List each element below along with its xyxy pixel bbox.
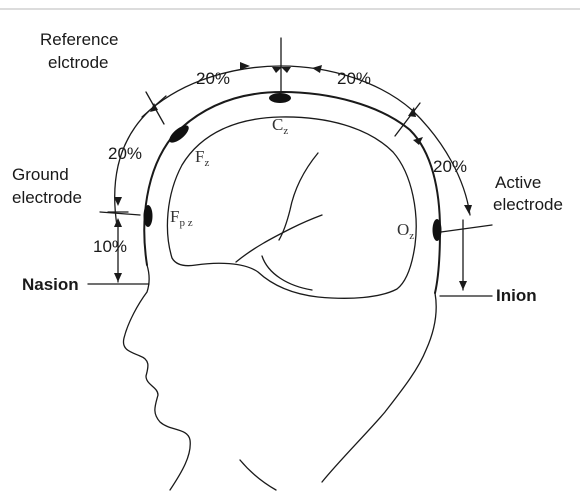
ground-electrode bbox=[144, 205, 153, 227]
active-label-line2: electrode bbox=[493, 195, 563, 214]
inion-label: Inion bbox=[496, 286, 537, 305]
pct-back: 20% bbox=[433, 157, 467, 176]
arrowhead bbox=[281, 67, 291, 73]
ground-label-line2: electrode bbox=[12, 188, 82, 207]
brain-outline bbox=[167, 117, 416, 298]
reference-pointer bbox=[146, 92, 164, 124]
ground-label-line1: Ground bbox=[12, 165, 69, 184]
central-sulcus bbox=[279, 153, 318, 240]
nasion-label: Nasion bbox=[22, 275, 79, 294]
reference-electrode bbox=[167, 122, 192, 145]
pct-top-left: 20% bbox=[196, 69, 230, 88]
arrowhead bbox=[312, 65, 322, 73]
arrowhead bbox=[464, 205, 472, 214]
arrowhead bbox=[408, 107, 416, 117]
pct-top-right: 20% bbox=[337, 69, 371, 88]
face-profile bbox=[123, 265, 190, 490]
neck-outline bbox=[322, 293, 436, 482]
scalp-outline bbox=[144, 92, 440, 293]
reference-label-line2: elctrode bbox=[48, 53, 108, 72]
site-cz-label: Cz bbox=[272, 115, 288, 137]
active-electrode bbox=[433, 219, 442, 241]
pct-front-upper: 20% bbox=[108, 144, 142, 163]
lateral-fissure bbox=[236, 215, 322, 262]
active-pointer bbox=[441, 225, 492, 232]
pct-front-lower: 10% bbox=[93, 237, 127, 256]
site-oz-label: Oz bbox=[397, 220, 414, 242]
reference-label-line1: Reference bbox=[40, 30, 118, 49]
throat-line bbox=[240, 460, 276, 490]
cz-electrode bbox=[269, 93, 291, 103]
site-fz-label: Fz bbox=[195, 147, 209, 169]
active-label-line1: Active bbox=[495, 173, 541, 192]
arc-divider-back bbox=[395, 103, 420, 136]
temporal-lobe-edge bbox=[262, 256, 312, 290]
site-fpz-label: Fp z bbox=[170, 207, 193, 229]
